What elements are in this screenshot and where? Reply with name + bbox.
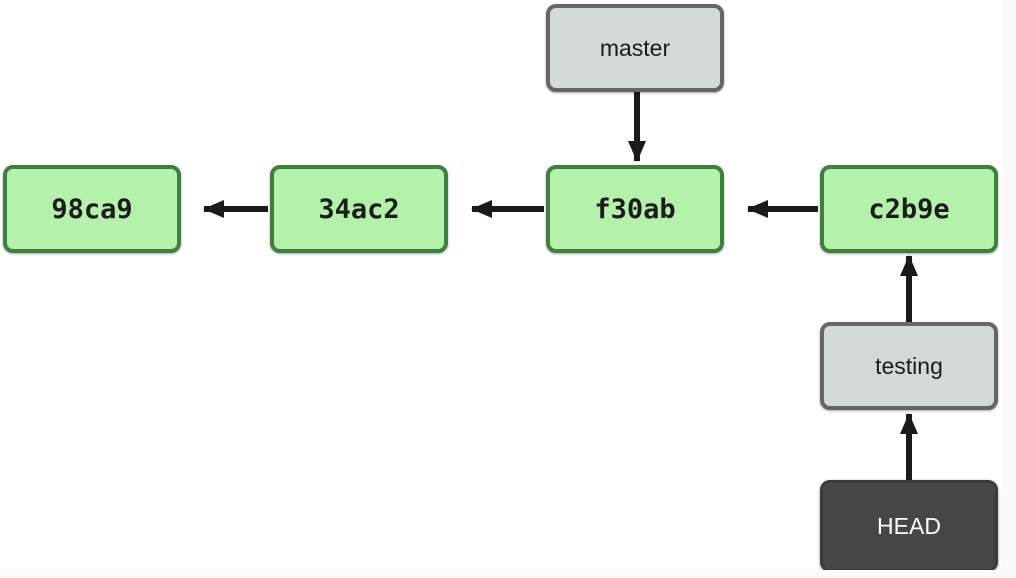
commit-node-34ac2[interactable]: 34ac2	[270, 165, 448, 253]
head-label: HEAD	[877, 512, 941, 539]
commit-node-98ca9[interactable]: 98ca9	[3, 165, 181, 253]
head-pointer-node[interactable]: HEAD	[820, 480, 998, 572]
branch-ref-testing[interactable]: testing	[820, 322, 998, 410]
branch-ref-label: testing	[875, 352, 943, 379]
commit-label: 34ac2	[318, 193, 400, 225]
commit-label: 98ca9	[51, 193, 133, 225]
right-edge-band	[1002, 0, 1016, 578]
branch-ref-label: master	[599, 34, 671, 61]
commit-node-c2b9e[interactable]: c2b9e	[820, 165, 998, 253]
commit-label: f30ab	[594, 193, 676, 225]
branch-ref-master[interactable]: master	[546, 4, 724, 92]
commit-label: c2b9e	[868, 193, 950, 225]
commit-node-f30ab[interactable]: f30ab	[546, 165, 724, 253]
bottom-edge-band	[0, 570, 1016, 578]
